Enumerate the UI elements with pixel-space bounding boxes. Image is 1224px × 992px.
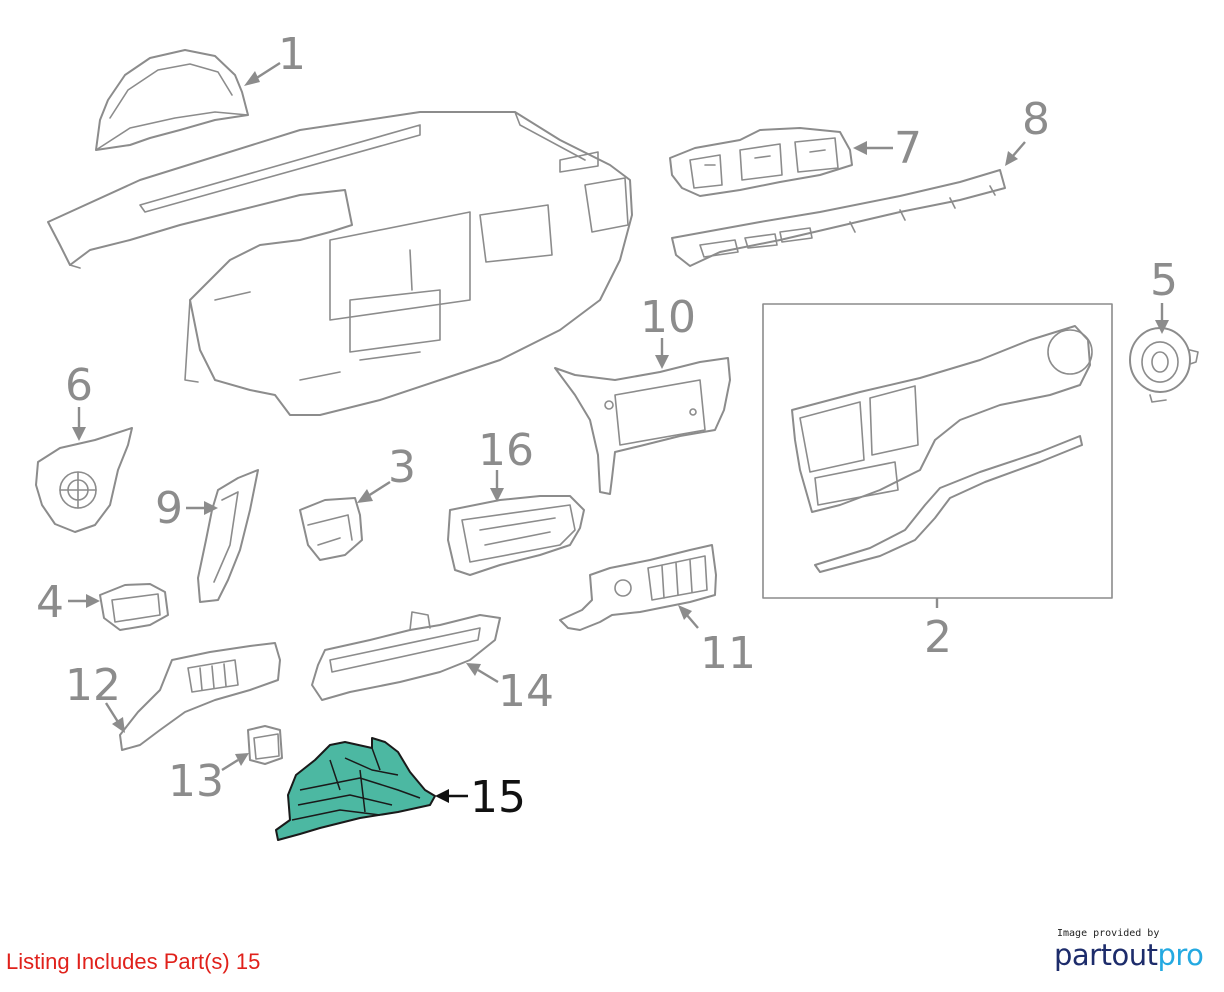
- callout-3: 3: [388, 442, 416, 493]
- part-14-glovebox-door: [311, 611, 501, 701]
- part-4-switch-housing: [99, 583, 169, 631]
- callout-15: 15: [470, 772, 526, 823]
- part-9-side-trim: [197, 469, 259, 603]
- callout-16: 16: [478, 425, 534, 476]
- callout-8: 8: [1022, 94, 1050, 145]
- callout-5: 5: [1150, 255, 1178, 306]
- listing-includes-note: Listing Includes Part(s) 15: [6, 949, 261, 974]
- image-credit-caption: Image provided by: [1057, 928, 1160, 939]
- dashboard-frame: [47, 111, 633, 416]
- part-13-small-switch: [247, 725, 283, 765]
- callout-11: 11: [700, 628, 756, 679]
- part-11-switch-panel: [559, 544, 717, 631]
- part-12-knee-panel: [119, 642, 281, 751]
- part-15-lower-cover-highlighted: [275, 737, 436, 841]
- part-3-bracket: [299, 497, 363, 561]
- part-7-center-vent: [669, 127, 853, 197]
- part-1-cluster-hood: [95, 49, 249, 151]
- leader-lines: [68, 61, 1169, 803]
- callout-12: 12: [65, 660, 121, 711]
- part-2-panel-assembly: [762, 303, 1113, 599]
- callout-13: 13: [168, 756, 224, 807]
- callout-7: 7: [894, 123, 922, 174]
- part-10-center-bezel: [554, 357, 731, 495]
- part-6-airbag: [35, 427, 133, 533]
- part-16-glovebox-frame: [447, 495, 585, 576]
- callout-14: 14: [498, 666, 554, 717]
- logo-text-pro: pro: [1157, 938, 1204, 972]
- logo-text-part: partout: [1054, 938, 1158, 972]
- callout-labels: 1 2 3 4 5 6 7 8 9 10 11 12 13 14 15 16: [36, 29, 1178, 823]
- callout-1: 1: [278, 29, 306, 80]
- partoutpro-logo: partoutpro: [1054, 938, 1204, 972]
- callout-2: 2: [924, 612, 952, 663]
- callout-6: 6: [65, 360, 93, 411]
- callout-4: 4: [36, 577, 64, 628]
- callout-10: 10: [640, 292, 696, 343]
- part-8-dash-trim-strip: [671, 169, 1006, 267]
- callout-9: 9: [155, 483, 183, 534]
- part-5-speaker: [1129, 327, 1199, 403]
